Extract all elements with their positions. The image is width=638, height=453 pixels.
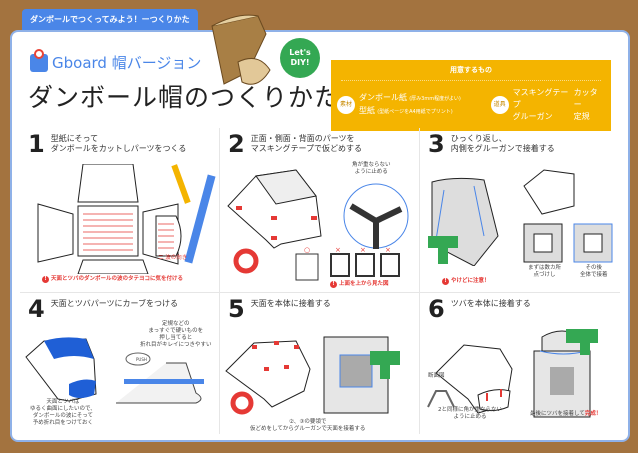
subtitle: GGboard 帽バージョン bbox=[30, 48, 202, 73]
material-label: 素材 bbox=[337, 96, 355, 114]
header-tab: ダンボールでつくってみよう！ーつくりかた bbox=[22, 9, 198, 30]
push-label: PUSH bbox=[136, 357, 147, 362]
cross-section-label: 断面図 bbox=[428, 373, 445, 379]
ruler-tip-note: 定規などのまっすぐで硬いものを押し当てると折れ目がキレイにつきやすい bbox=[140, 321, 212, 348]
step-5-note: ②、③の要領で仮どめをしてからグルーガンで天面を接着する bbox=[250, 419, 366, 432]
attach-brim-illustration bbox=[427, 329, 598, 418]
curve-note: 天面とツバはゆるく曲面にしたいので、ダンボールの波にそって予め折れ目をつけておく bbox=[30, 399, 96, 426]
cut-parts-illustration bbox=[37, 164, 216, 274]
cardboard-hat-illustration bbox=[211, 14, 271, 85]
wrong-mark: × bbox=[360, 246, 366, 254]
subtitle-text: Gboard 帽バージョン bbox=[52, 54, 202, 72]
glue-inside-illustration bbox=[428, 169, 613, 266]
tape-assembly-illustration bbox=[227, 169, 409, 281]
materials-heading: 用意するもの bbox=[341, 60, 601, 81]
tools-label: 道具 bbox=[490, 96, 509, 114]
materials-box: 用意するもの 素材 ダンボール紙 (厚み3mm程度がよい)型紙 (型紙ページをA… bbox=[331, 60, 611, 131]
step-1-warning: !天面とツバのダンボールの波のタテヨコに気を付ける bbox=[42, 276, 183, 283]
curve-parts-illustration bbox=[25, 337, 204, 404]
step-6-corner-note: 2と同様に角が重ならないように止める bbox=[438, 407, 503, 420]
step-2-caption: !上面を上から見た図 bbox=[330, 281, 389, 288]
wave-direction-note: 二 波の向き bbox=[158, 255, 188, 261]
page-title: ダンボール帽のつくりかた bbox=[28, 83, 341, 112]
step-3-warning: !やけどに注意！ bbox=[442, 278, 490, 285]
wrong-mark: × bbox=[385, 246, 391, 254]
full-glue-note: その後全体で接着 bbox=[580, 265, 608, 278]
gboard-icon: G bbox=[30, 48, 48, 72]
spot-glue-note: まずは数カ所点づけし bbox=[528, 265, 562, 278]
wrong-mark: × bbox=[335, 246, 341, 254]
completion-note: 最後にツバを接着して完成！ bbox=[530, 411, 602, 417]
correct-mark: ○ bbox=[304, 246, 311, 254]
corner-note: 角が重ならないように止める bbox=[352, 162, 391, 175]
attach-top-illustration bbox=[225, 336, 400, 415]
